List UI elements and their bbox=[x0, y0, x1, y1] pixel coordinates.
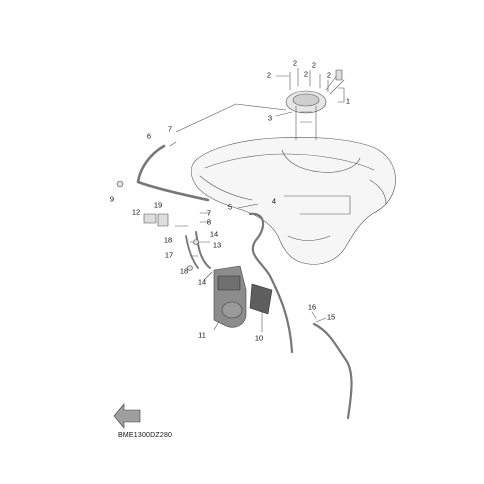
callout-18a: 18 bbox=[163, 235, 173, 245]
callout-17: 17 bbox=[164, 250, 174, 260]
callout-13: 13 bbox=[212, 240, 222, 250]
overflow-hose bbox=[312, 322, 353, 420]
callout-10: 10 bbox=[254, 333, 264, 343]
callout-18b: 18 bbox=[179, 266, 189, 276]
callout-8: 8 bbox=[206, 217, 212, 227]
bracket-19 bbox=[157, 213, 169, 227]
callout-2d: 2 bbox=[303, 69, 309, 79]
callout-12: 12 bbox=[131, 207, 141, 217]
drain-hose bbox=[248, 212, 294, 354]
callout-14a: 14 bbox=[209, 229, 219, 239]
callout-7b: 7 bbox=[206, 208, 212, 218]
callout-7a: 7 bbox=[167, 124, 173, 134]
callout-6: 6 bbox=[146, 131, 152, 141]
callout-15: 15 bbox=[326, 312, 336, 322]
callout-14b: 14 bbox=[197, 277, 207, 287]
callout-16: 16 bbox=[307, 302, 317, 312]
bracket bbox=[249, 283, 273, 315]
callout-2a: 2 bbox=[266, 70, 272, 80]
callout-2b: 2 bbox=[292, 58, 298, 68]
clamp-12 bbox=[143, 213, 157, 224]
vent-hose bbox=[195, 231, 211, 269]
callout-9: 9 bbox=[109, 194, 115, 204]
callout-1: 1 bbox=[345, 96, 351, 106]
fuel-tank bbox=[190, 136, 396, 265]
callout-19: 19 bbox=[153, 200, 163, 210]
front-arrow bbox=[113, 403, 141, 429]
callout-2e: 2 bbox=[326, 70, 332, 80]
callout-11: 11 bbox=[198, 330, 206, 340]
callout-3: 3 bbox=[267, 113, 273, 123]
callout-5: 5 bbox=[227, 202, 233, 212]
callout-4: 4 bbox=[271, 196, 277, 206]
diagram-code: BME1300DZ280 bbox=[118, 432, 173, 439]
breather-hose bbox=[136, 144, 210, 202]
callout-2c: 2 bbox=[311, 60, 317, 70]
